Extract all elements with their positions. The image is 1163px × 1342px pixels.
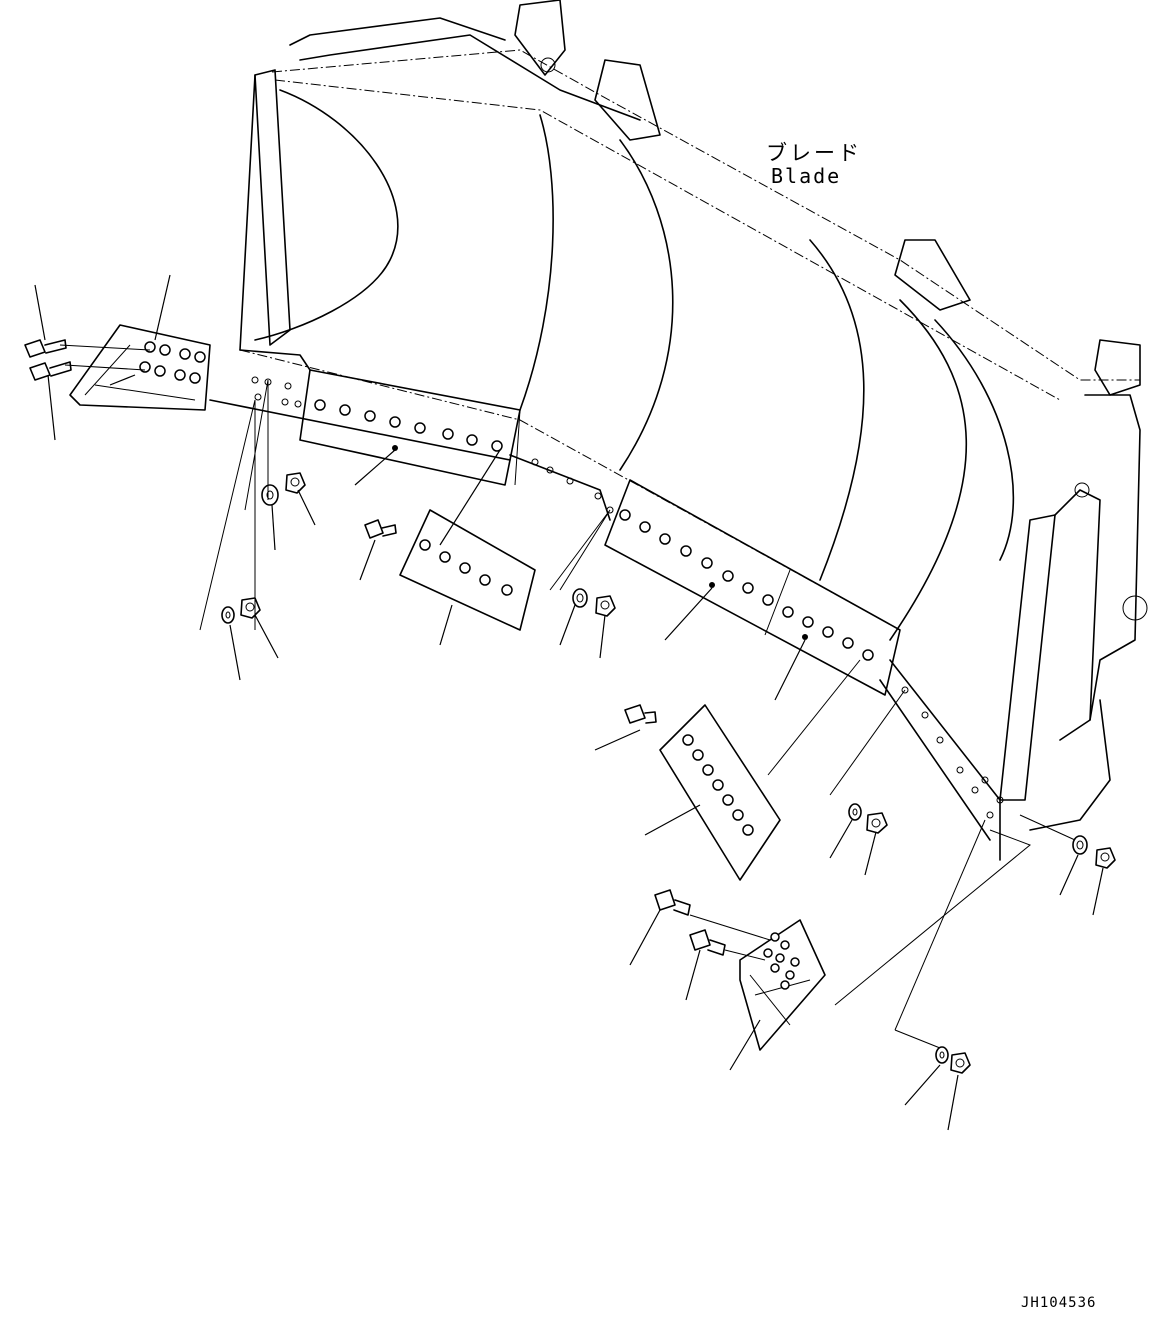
- bolt-icon: [624, 704, 657, 724]
- bolt-icon: [364, 519, 397, 539]
- blade-label-en: Blade: [771, 164, 842, 188]
- cutting-edge-center-icon: [604, 479, 901, 696]
- blade-label-jp: ブレード: [766, 141, 862, 165]
- leader-lines: [34, 274, 1104, 1131]
- cutting-edge-loose-center-icon: [399, 509, 536, 631]
- nut-icon: [240, 472, 1116, 1074]
- end-bit-left-icon: [69, 324, 211, 411]
- end-bit-right-icon: [739, 919, 826, 1051]
- cutting-edge-left-icon: [299, 369, 521, 486]
- bolt-icon: [654, 889, 726, 956]
- washer-icon: [221, 484, 1088, 1064]
- blade-body: [209, 0, 1148, 861]
- bolt-icon: [24, 339, 72, 381]
- cutting-edge-loose-right-icon: [659, 704, 781, 881]
- figure-id: JH104536: [1021, 1295, 1097, 1311]
